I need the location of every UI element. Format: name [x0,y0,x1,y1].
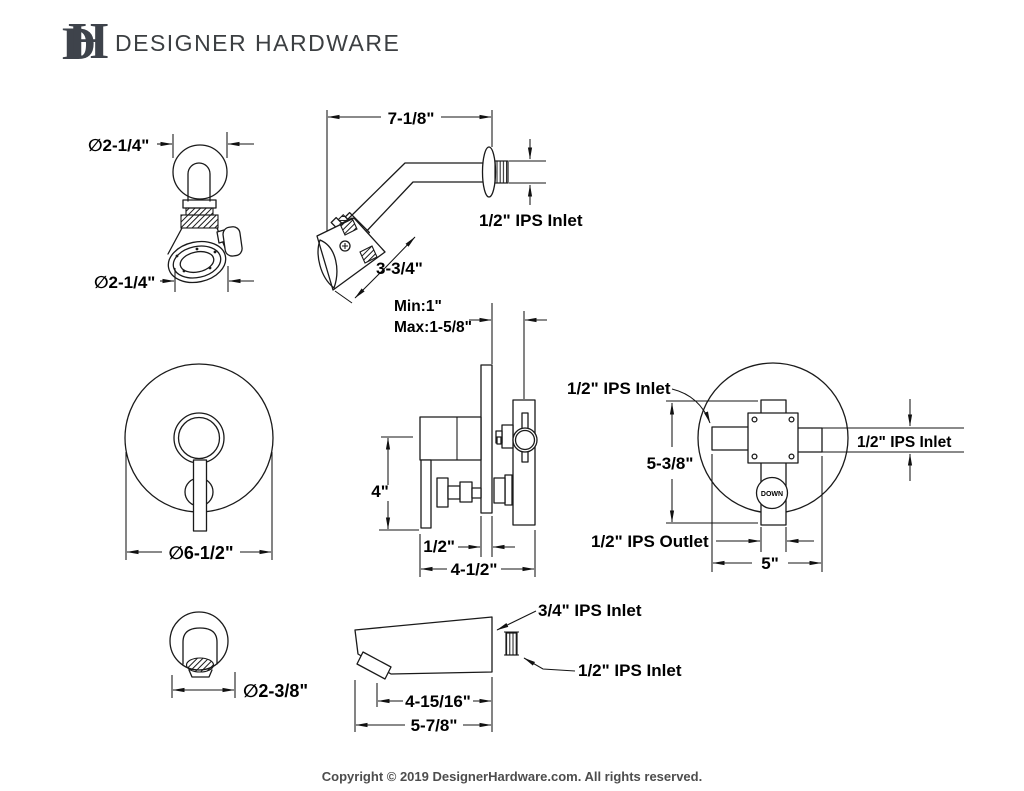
faceplate-screws [175,247,217,273]
label-spout-inlet-back: 3/4" IPS Inlet [538,601,642,620]
dim-head-length: 3-3/4" [376,259,423,278]
spout-side-view: 3/4" IPS Inlet 1/2" IPS Inlet 4-15/16" 5… [354,601,682,735]
dim-handle-length: 4" [371,482,389,501]
logo-monogram-h-icon: H [68,13,109,70]
mounting-bracket [747,412,799,464]
copyright-notice: Copyright © 2019 DesignerHardware.com. A… [321,769,703,784]
valve-lever-front [192,459,208,532]
valve-rear-view: DOWN 1/2" IPS Inlet 5-3/8" 1/2" IPS Outl… [567,362,964,573]
dim-trim-plate-diameter: ∅6-1/2" [169,543,234,563]
dim-valve-depth: 4-1/2" [451,560,498,579]
spout-aerator [185,657,215,673]
shower-arm-side-view: 7-1/8" 3-3/4" 1/2" IP [316,109,583,304]
arm-thread-nipple [494,160,509,184]
inlet-pipe-left [711,426,750,451]
dim-spout-overall: 5-7/8" [411,716,458,735]
spout-outlet [356,651,392,680]
valve-trim-front-view: ∅6-1/2" [124,363,274,563]
dim-face-diameter: ∅2-1/4" [94,273,155,292]
valve-lever-side [420,459,432,529]
dim-flange-diameter: ∅2-1/4" [88,136,149,155]
logo-monogram-d-icon: D [62,18,96,70]
label-wall-min: Min:1" [394,298,442,315]
label-rear-inlet-right: 1/2" IPS Inlet [857,434,951,451]
spout-thread-nipple [505,632,518,656]
label-down-plug: DOWN [761,491,783,498]
label-wall-max: Max:1-5/8" [394,319,472,336]
diverter-knob [222,226,243,257]
label-spout-inlet-bottom: 1/2" IPS Inlet [578,661,682,680]
dim-plate-thickness: 1/2" [423,537,455,556]
brand-name: DESIGNER HARDWARE [115,30,401,56]
valve-handle-hub [419,416,482,461]
trim-plate-edge [480,364,493,514]
showerhead-front-view: ∅2-1/4" ∅2-1/4" [88,132,254,292]
inlet-pipe-right [796,427,823,453]
dim-spout-body: 4-15/16" [405,692,471,711]
label-arm-inlet: 1/2" IPS Inlet [479,211,583,230]
dim-spout-face: ∅2-3/8" [243,681,308,701]
valve-side-view: Min:1" Max:1-5/8" 4" 1/2" 4-1/2" [371,298,547,579]
spout-body [354,616,493,675]
bracket-screw-holes [751,416,795,460]
dim-rear-width: 5" [761,554,779,573]
dim-arm-length: 7-1/8" [388,109,435,128]
down-plug [755,476,789,510]
label-rear-inlet-left: 1/2" IPS Inlet [567,379,671,398]
spout-front-view: ∅2-3/8" [169,611,308,701]
dim-rear-height: 5-3/8" [647,454,694,473]
label-rear-outlet: 1/2" IPS Outlet [591,532,709,551]
